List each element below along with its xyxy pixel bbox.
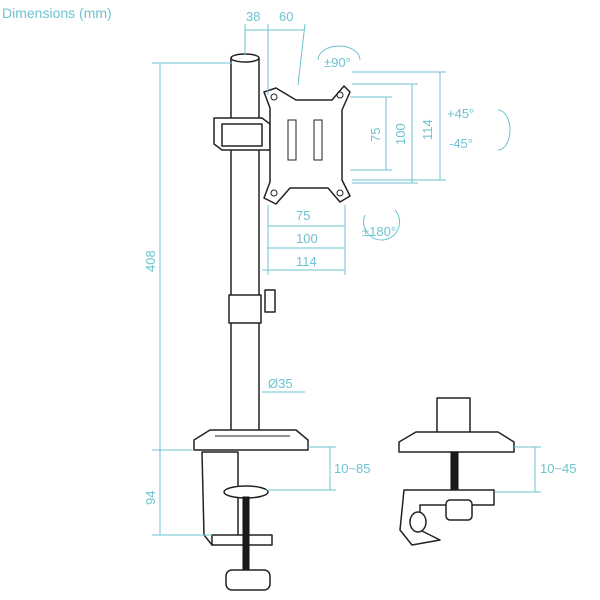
dim-vesa-h-75: 75: [296, 208, 310, 223]
dim-vesa-v-100: 100: [393, 123, 408, 145]
vesa-hole: [270, 93, 278, 101]
dim-tilt-down: -45°: [449, 136, 473, 151]
pole-collar: [228, 294, 262, 324]
dim-vesa-h-114: 114: [296, 254, 317, 269]
grommet-base-plate: [398, 431, 515, 453]
dim-60: 60: [279, 9, 293, 24]
vesa-plate: [263, 85, 351, 205]
dim-tilt-up: +45°: [447, 106, 474, 121]
dim-height-408: 408: [143, 250, 158, 272]
dimension-lines: [152, 23, 541, 536]
pole-cap: [230, 53, 260, 63]
vesa-slot-right: [313, 119, 323, 161]
dim-pole-diameter: Ø35: [268, 376, 293, 391]
dim-rotation: ±180°: [362, 224, 396, 239]
c-clamp: [201, 451, 239, 546]
clamp-bottom: [211, 534, 273, 546]
clamp-knob: [225, 569, 271, 591]
dim-clamp-height: 94: [143, 491, 158, 505]
arm-bracket-face: [221, 123, 263, 147]
collar-latch: [264, 289, 276, 313]
clamp-pad: [223, 485, 269, 499]
dim-vesa-v-75: 75: [368, 128, 383, 142]
grommet-mount-drawing: [398, 397, 515, 546]
vesa-hole: [336, 91, 344, 99]
pole: [230, 57, 260, 439]
vesa-slot-left: [287, 119, 297, 161]
dim-vesa-v-114: 114: [420, 119, 435, 140]
dim-vesa-h-100: 100: [296, 231, 318, 246]
base-plate: [193, 429, 309, 451]
vesa-hole: [270, 189, 278, 197]
vesa-hole: [336, 189, 344, 197]
grommet-screw: [450, 451, 459, 493]
clamp-screw: [242, 496, 250, 572]
dim-swivel: ±90°: [324, 55, 351, 70]
grommet-hole: [409, 511, 427, 533]
monitor-mount-drawing: [193, 53, 351, 591]
diagram-title: Dimensions (mm): [2, 5, 112, 21]
dim-38: 38: [246, 9, 260, 24]
dim-clamp-range: 10~85: [334, 461, 371, 476]
grommet-pad: [445, 499, 473, 521]
dim-grommet-range: 10~45: [540, 461, 577, 476]
